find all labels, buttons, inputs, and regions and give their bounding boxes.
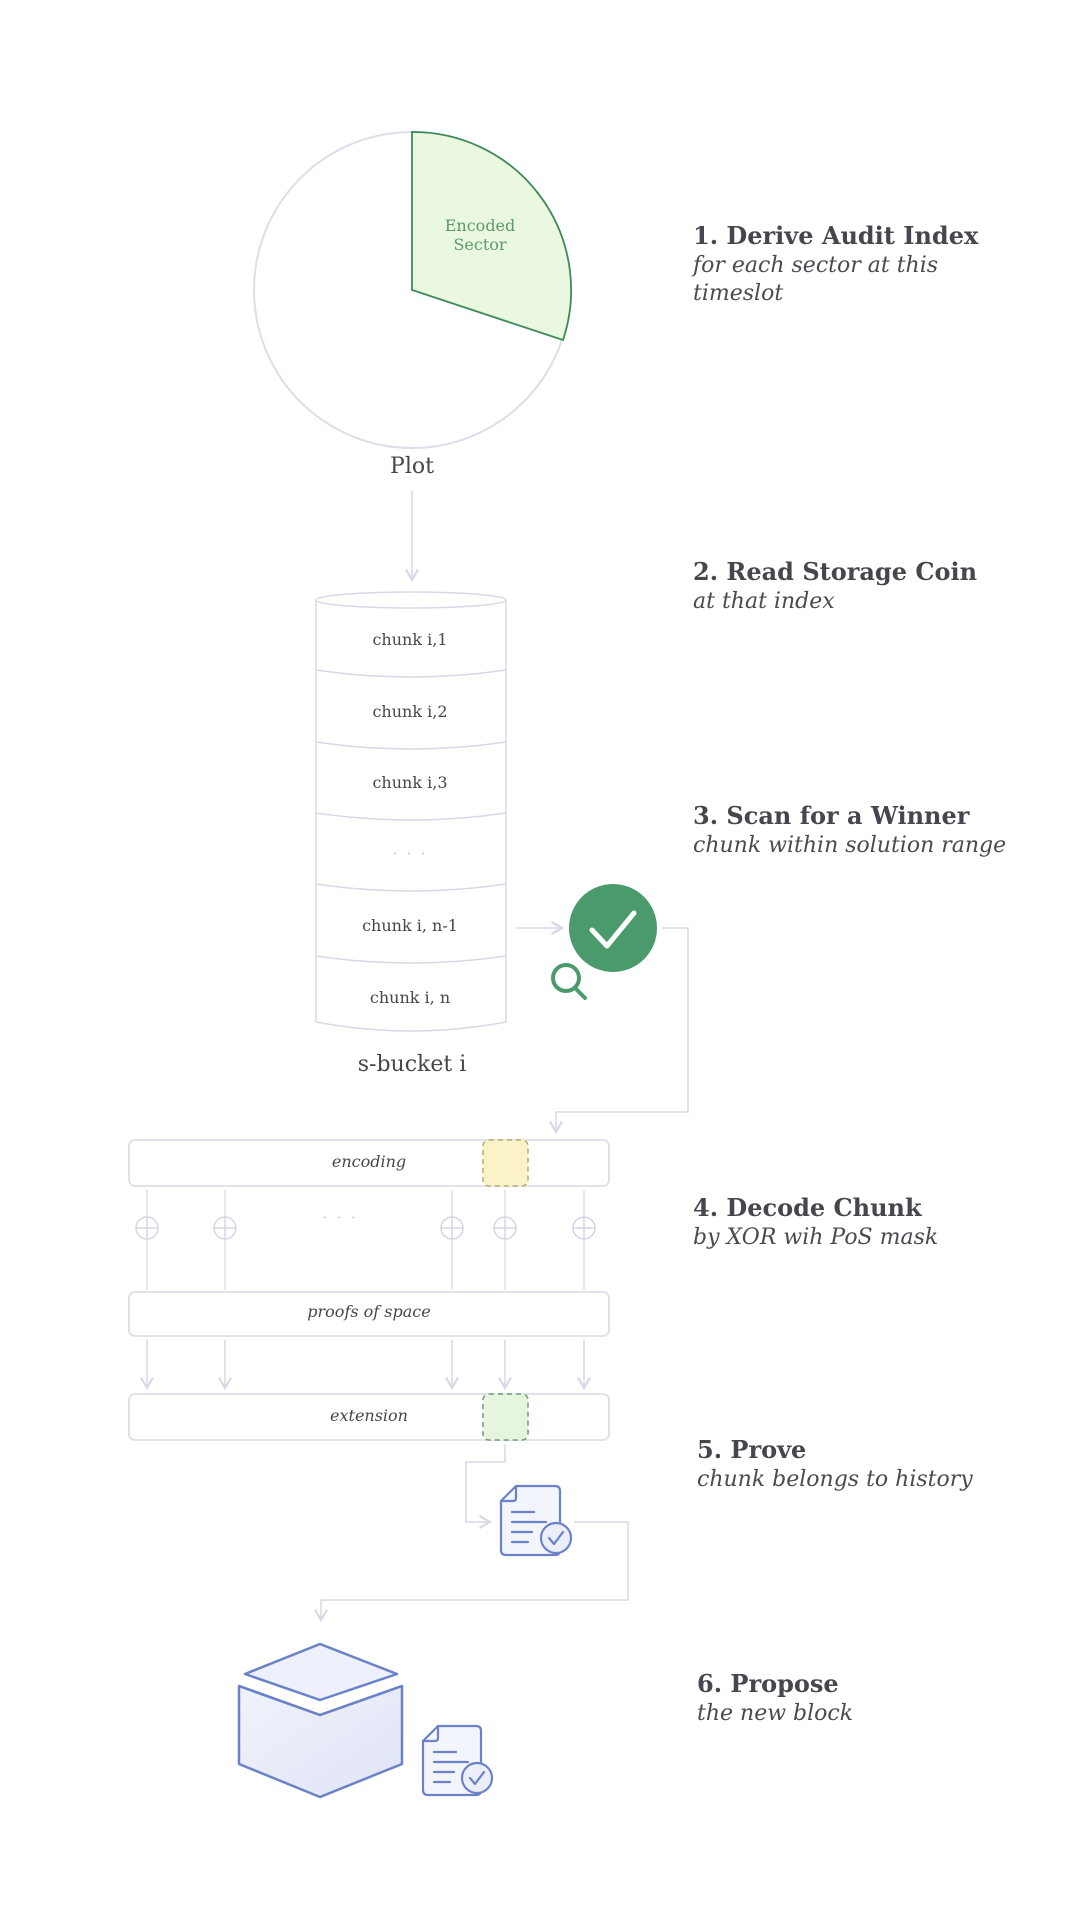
decode-section: [128, 1139, 610, 1441]
winner-to-encoding-arrow: [549, 927, 689, 1135]
step-subtitle: chunk within solution range: [693, 833, 1007, 858]
step-title: 5. Prove: [697, 1435, 807, 1464]
step-title: 4. Decode Chunk: [693, 1193, 922, 1222]
proof-to-block-arrow: [314, 1521, 629, 1623]
pos-label: proofs of space: [307, 1302, 431, 1321]
pos-arrows: [140, 1340, 591, 1391]
bucket-caption: s-bucket i: [357, 1052, 467, 1077]
chunk-label: chunk i,3: [372, 773, 448, 792]
xor-icon: [135, 1216, 596, 1240]
chunk-label: chunk i,1: [372, 630, 448, 649]
s-bucket-cylinder: [315, 591, 507, 1032]
chunk-ellipsis: · · ·: [392, 844, 428, 863]
pos-bar: [128, 1291, 610, 1337]
document-check-icon: [421, 1724, 494, 1797]
step-2: 2. Read Storage Coin at that index: [693, 556, 1033, 616]
step-1: 1. Derive Audit Index for each sector at…: [693, 220, 1033, 308]
step-subtitle: by XOR wih PoS mask: [693, 1225, 939, 1250]
step-subtitle: at that index: [693, 589, 835, 614]
plot-pie: [253, 131, 573, 449]
step-4: 4. Decode Chunk by XOR wih PoS mask: [693, 1192, 1033, 1252]
step-subtitle: for each sector at this timeslot: [693, 253, 939, 306]
step-subtitle: the new block: [697, 1701, 854, 1726]
encoding-label: encoding: [331, 1152, 407, 1171]
chunk-label: chunk i,2: [372, 702, 448, 721]
block-cube-icon: [237, 1642, 404, 1799]
step-title: 1. Derive Audit Index: [693, 221, 979, 250]
chunk-label-winner: chunk i, n-1: [362, 916, 458, 935]
extension-highlight: [482, 1393, 529, 1441]
encoded-sector: [411, 131, 573, 342]
encoded-sector-label-line2: Sector: [453, 235, 507, 254]
xor-ellipsis: · · ·: [322, 1208, 358, 1227]
magnifier-icon: [551, 963, 587, 1000]
step-title: 3. Scan for a Winner: [693, 801, 970, 830]
step-title: 2. Read Storage Coin: [693, 557, 978, 586]
encoding-highlight: [482, 1139, 529, 1187]
step-5: 5. Prove chunk belongs to history: [697, 1434, 1057, 1494]
encoded-sector-label-line1: Encoded: [444, 216, 516, 235]
extension-label: extension: [330, 1406, 408, 1425]
xor-lines: [146, 1190, 585, 1290]
step-subtitle: chunk belongs to history: [697, 1467, 973, 1492]
chunk-label: chunk i, n: [369, 988, 451, 1007]
check-circle-icon: [569, 884, 657, 972]
plot-caption: Plot: [390, 454, 434, 479]
document-check-icon: [499, 1484, 573, 1557]
step-title: 6. Propose: [697, 1669, 839, 1698]
step-6: 6. Propose the new block: [697, 1668, 1037, 1728]
step-3: 3. Scan for a Winner chunk within soluti…: [693, 800, 1033, 860]
extension-to-proof-arrow: [465, 1444, 506, 1529]
